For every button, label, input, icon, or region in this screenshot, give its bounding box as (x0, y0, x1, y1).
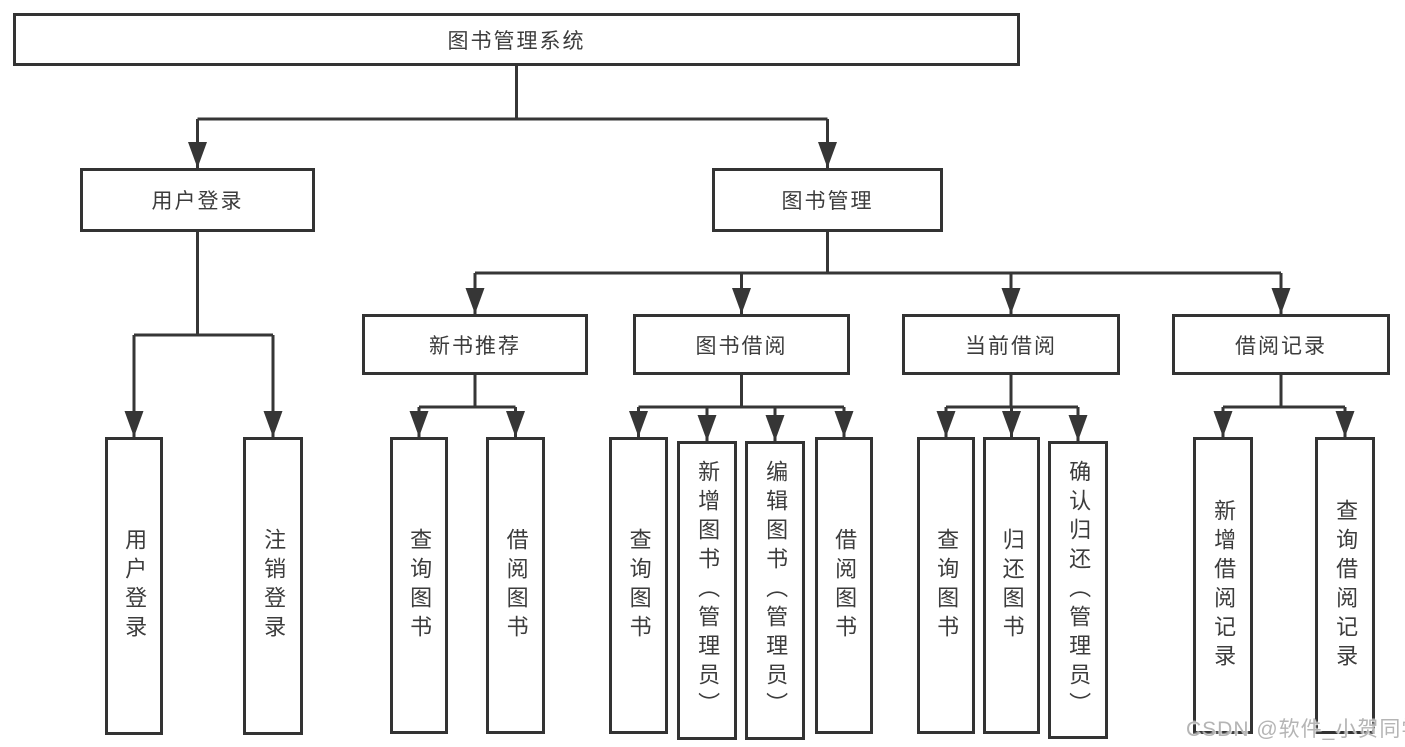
node-return-book: 归还图书 (983, 437, 1040, 734)
node-current-borrow: 当前借阅 (902, 314, 1120, 375)
node-login-label: 用户登录 (122, 528, 148, 644)
node-add-book-admin: 新增图书（管理员） (677, 441, 737, 740)
node-query-books-borrow-label: 查询图书 (626, 527, 652, 644)
node-library-system: 图书管理系统 (13, 13, 1020, 66)
node-logout-label: 注销登录 (261, 528, 287, 644)
node-confirm-return-admin: 确认归还（管理员） (1048, 441, 1108, 739)
node-library-system-label: 图书管理系统 (447, 29, 586, 53)
node-query-borrow-record: 查询借阅记录 (1315, 437, 1375, 734)
node-edit-book-admin: 编辑图书（管理员） (745, 441, 805, 740)
node-query-books-borrow: 查询图书 (609, 437, 668, 734)
node-logout: 注销登录 (243, 437, 303, 735)
node-new-book-recommend-label: 新书推荐 (429, 334, 521, 358)
node-borrow-books-recommend-label: 借阅图书 (503, 527, 529, 644)
node-query-books-recommend-label: 查询图书 (407, 527, 433, 644)
node-login: 用户登录 (105, 437, 163, 735)
node-borrow-records: 借阅记录 (1172, 314, 1390, 375)
node-query-books-recommend: 查询图书 (390, 437, 448, 734)
node-borrow-books-recommend: 借阅图书 (486, 437, 545, 734)
node-query-books-current: 查询图书 (917, 437, 975, 734)
csdn-watermark: CSDN @软件_小贺同学 (1186, 718, 1405, 741)
node-current-borrow-label: 当前借阅 (965, 334, 1057, 358)
node-query-books-current-label: 查询图书 (934, 527, 960, 644)
node-new-book-recommend: 新书推荐 (362, 314, 588, 375)
connector-paths (132, 66, 1347, 441)
node-borrow-books-label: 借阅图书 (832, 527, 858, 644)
node-confirm-return-admin-label: 确认归还（管理员） (1066, 459, 1092, 721)
node-borrow-books: 借阅图书 (815, 437, 873, 734)
node-borrow-records-label: 借阅记录 (1235, 334, 1327, 358)
node-return-book-label: 归还图书 (999, 527, 1025, 644)
node-book-borrow: 图书借阅 (633, 314, 850, 375)
node-book-management: 图书管理 (712, 168, 943, 232)
node-book-borrow-label: 图书借阅 (695, 334, 788, 358)
node-edit-book-admin-label: 编辑图书（管理员） (763, 460, 789, 721)
arrowheads (124, 142, 1355, 441)
node-add-book-admin-label: 新增图书（管理员） (695, 460, 721, 721)
node-add-borrow-record-label: 新增借阅记录 (1211, 498, 1237, 673)
node-add-borrow-record: 新增借阅记录 (1193, 437, 1253, 734)
node-query-borrow-record-label: 查询借阅记录 (1333, 498, 1359, 673)
node-book-management-label: 图书管理 (781, 190, 874, 213)
node-user-login: 用户登录 (80, 168, 315, 232)
node-user-login-label: 用户登录 (151, 190, 244, 213)
